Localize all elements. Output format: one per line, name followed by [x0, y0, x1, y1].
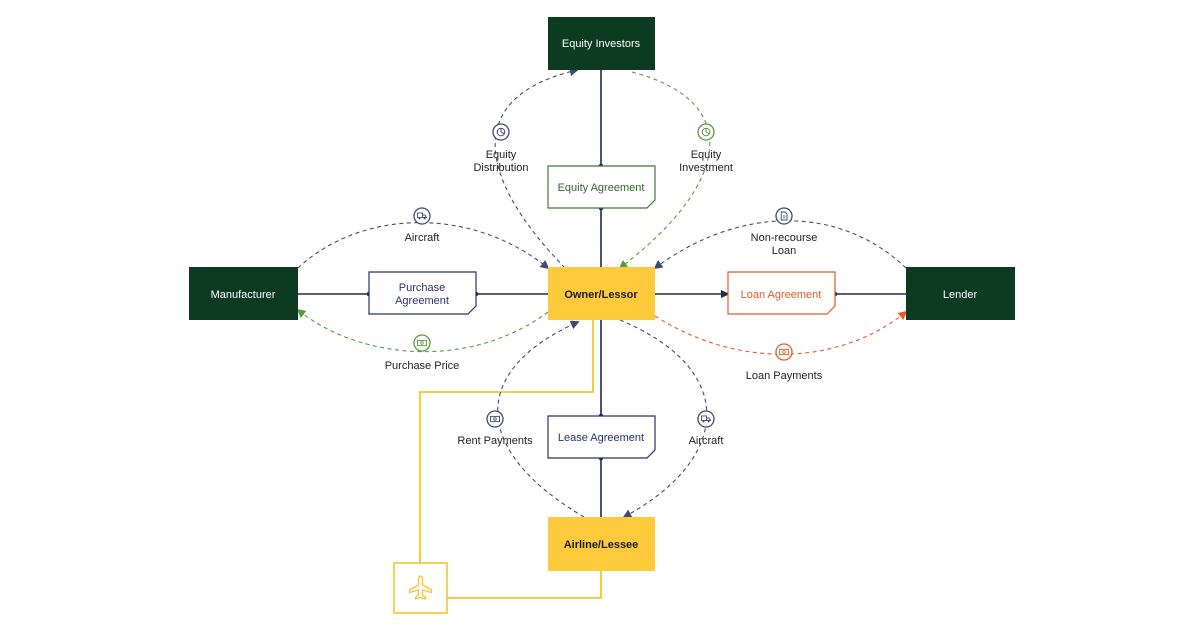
airplane-loop: [419, 320, 602, 599]
cash-icon: [486, 410, 504, 428]
airplane-icon: [408, 575, 433, 600]
label-equity-investment-2: Investment: [679, 162, 733, 174]
node-equity-investors[interactable]: Equity Investors: [548, 17, 655, 70]
node-airline-lessee-label: Airline/Lessee: [564, 539, 639, 551]
label-non-recourse-loan-2: Loan: [772, 245, 796, 257]
airplane-box: [393, 562, 448, 614]
label-equity-distribution-1: Equity: [486, 149, 517, 161]
label-aircraft-top: Aircraft: [405, 232, 440, 244]
doc-purchase-agreement-line1: Purchase: [399, 282, 445, 294]
doc-equity-agreement[interactable]: Equity Agreement: [547, 165, 656, 209]
label-equity-distribution-2: Distribution: [473, 162, 528, 174]
cash-icon: [775, 343, 793, 361]
pie-chart-icon: [492, 123, 510, 141]
label-non-recourse-loan-1: Non-recourse: [751, 232, 818, 244]
node-lender-label: Lender: [943, 289, 978, 301]
node-equity-investors-label: Equity Investors: [562, 38, 641, 50]
cash-icon: [413, 334, 431, 352]
label-loan-payments: Loan Payments: [746, 370, 823, 382]
label-aircraft-bottom: Aircraft: [689, 435, 724, 447]
node-manufacturer[interactable]: Manufacturer: [189, 267, 298, 320]
doc-loan-agreement[interactable]: Loan Agreement: [727, 271, 836, 315]
flow-purchase-price: [296, 308, 549, 353]
label-rent-payments: Rent Payments: [457, 435, 533, 447]
doc-purchase-agreement[interactable]: Purchase Agreement: [368, 271, 477, 315]
flow-aircraft-top: [297, 222, 550, 270]
doc-purchase-agreement-line2: Agreement: [395, 295, 449, 307]
label-purchase-price: Purchase Price: [385, 360, 460, 372]
flow-equity-distribution: [494, 67, 579, 269]
truck-icon: [413, 207, 431, 225]
node-manufacturer-label: Manufacturer: [211, 289, 276, 301]
label-equity-investment-1: Equity: [691, 149, 722, 161]
doc-equity-agreement-label: Equity Agreement: [558, 182, 645, 194]
flow-equity-investment: [618, 71, 711, 270]
truck-icon: [697, 410, 715, 428]
node-lender[interactable]: Lender: [906, 267, 1015, 320]
node-airline-lessee[interactable]: Airline/Lessee: [548, 517, 655, 571]
doc-lease-agreement[interactable]: Lease Agreement: [547, 415, 656, 459]
pie-chart-icon: [697, 123, 715, 141]
node-owner-lessor-label: Owner/Lessor: [564, 289, 638, 301]
flow-rent-payments: [497, 320, 585, 518]
document-icon: [775, 207, 793, 225]
doc-loan-agreement-label: Loan Agreement: [741, 289, 822, 301]
doc-lease-agreement-label: Lease Agreement: [558, 432, 644, 444]
node-owner-lessor[interactable]: Owner/Lessor: [548, 267, 655, 320]
flow-loan-payments: [654, 310, 908, 355]
